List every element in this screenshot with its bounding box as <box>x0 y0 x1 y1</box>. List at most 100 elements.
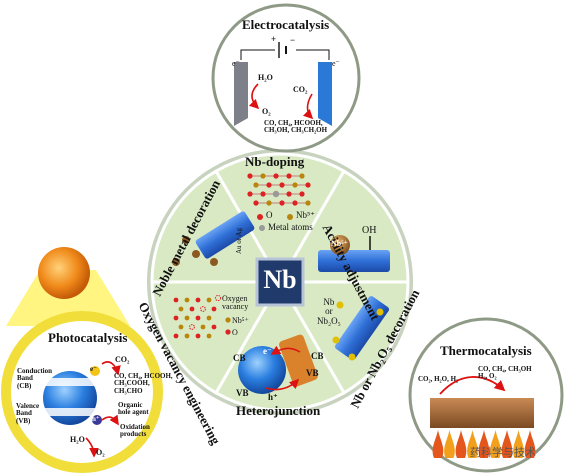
photo-h2o: H₂O <box>70 435 85 444</box>
vacancy-site <box>200 306 206 312</box>
flame <box>513 430 524 458</box>
vacancy-site <box>189 324 195 330</box>
sun <box>38 247 90 299</box>
lattice-atom <box>305 200 311 206</box>
sector-noble-metal <box>150 169 283 284</box>
photo-oxidation: Oxidation products <box>120 423 150 439</box>
lattice-atom <box>299 191 305 197</box>
legend-metal-dot <box>259 225 265 231</box>
lattice-atom <box>286 191 292 197</box>
hetero-cb-right: CB <box>311 351 324 361</box>
legend-nb-dot <box>287 214 293 220</box>
vacancy-legend-dot <box>225 329 231 335</box>
photo-co2: CO₂ <box>115 355 130 364</box>
lattice-atom <box>260 191 266 197</box>
flame <box>444 430 455 458</box>
thermo-reactants: CO₂, H₂O, H₂ <box>418 375 459 383</box>
sector-nb-doping <box>213 152 347 285</box>
flame <box>524 430 536 458</box>
vacancy-lattice-atom <box>195 333 201 339</box>
hetero-vb-right: VB <box>306 368 319 378</box>
hetero-cb-left: CB <box>233 353 246 363</box>
photo-e: e⁻ <box>90 365 97 373</box>
vacancy-lattice-atom <box>206 333 212 339</box>
lattice-atom <box>279 200 285 206</box>
hetero-ball-blue <box>238 346 286 394</box>
noble-particle <box>192 250 200 258</box>
lattice-atom <box>292 182 298 188</box>
noble-particle <box>172 258 180 266</box>
vacancy-legend-nb: Nb⁵⁺ <box>232 316 249 325</box>
watermark: 药科学与技术 <box>470 446 536 459</box>
lattice-atom <box>247 191 253 197</box>
vacancy-lattice-atom <box>173 333 179 339</box>
nb-oxide-particle <box>336 301 344 309</box>
vacancy-lattice-atom <box>211 306 217 312</box>
legend-nb-label: Nb⁵⁺ <box>296 210 315 220</box>
vacancy-lattice-atom <box>200 324 206 330</box>
photo-hole-agent: Organic hole agent <box>118 401 149 417</box>
electro-e-right: e⁻ <box>332 59 340 68</box>
lattice-atom <box>292 200 298 206</box>
electro-plus: + <box>271 34 277 44</box>
electro-title: Electrocatalysis <box>242 17 330 32</box>
vacancy-lattice <box>173 294 231 339</box>
flame <box>432 430 444 458</box>
hetero-hole-arrow <box>265 378 300 391</box>
vacancy-lattice-atom <box>195 315 201 321</box>
vacancy-legend-dot <box>225 317 231 323</box>
anode-arrow <box>248 83 260 110</box>
nb-oxide-particle <box>332 336 340 344</box>
center-label: Nb <box>263 265 297 294</box>
nb-oxide-rod <box>334 296 390 360</box>
photo-vb-band <box>40 408 100 416</box>
vacancy-legend-dot <box>214 294 222 302</box>
photo-o2: O₂ <box>96 448 105 457</box>
acidity-nb-ion <box>330 235 350 255</box>
nb-oxide-particle <box>348 353 356 361</box>
lattice-atom <box>266 200 272 206</box>
photo-arrow-co2 <box>101 361 121 376</box>
flame <box>490 430 501 458</box>
nb-doping-lattice <box>247 173 311 206</box>
lattice-atom <box>253 200 259 206</box>
photo-electron <box>90 366 100 376</box>
legend-metal-label: Metal atoms <box>268 222 313 232</box>
thermo-products: CO, CH₄, CH₃OH H₂, O₂ <box>478 365 532 381</box>
photo-cb-band <box>40 378 100 386</box>
lattice-atom <box>305 182 311 188</box>
vacancy-legend-vac: Oxygen vacancy <box>222 294 249 312</box>
nb-oxide-label: Nb or Nb₂O₅ <box>317 297 341 326</box>
vacancy-lattice-atom <box>211 324 217 330</box>
thermo-title: Thermocatalysis <box>440 343 532 358</box>
photo-cb-label: Conduction Band (CB) <box>17 367 53 390</box>
acidity-rod <box>318 250 390 272</box>
lattice-atom <box>299 173 305 179</box>
noble-particle <box>182 236 190 244</box>
electro-minus: − <box>290 35 296 45</box>
thermo-arrow <box>439 376 506 395</box>
electro-wire <box>296 49 330 60</box>
vacancy-lattice-atom <box>206 315 212 321</box>
sector-title-nb-doping: Nb-doping <box>245 154 305 169</box>
sector-oxygen-vacancy <box>150 280 283 395</box>
photo-vb-label: Valence Band (VB) <box>16 402 40 425</box>
cathode-arrow <box>302 93 314 120</box>
flame <box>455 430 467 458</box>
nb-oxide-particle <box>376 308 384 316</box>
vacancy-lattice-atom <box>178 306 184 312</box>
hetero-electron: e⁻ <box>263 346 272 356</box>
flame <box>501 430 513 458</box>
vacancy-lattice-atom <box>173 315 179 321</box>
vacancy-lattice-atom <box>184 333 190 339</box>
flame <box>467 430 478 458</box>
lattice-atom <box>279 182 285 188</box>
electro-co2: CO₂ <box>293 85 308 94</box>
thermo-circle <box>408 317 564 473</box>
noble-metal-rod <box>195 211 255 259</box>
electro-o2: O₂ <box>262 107 271 116</box>
vacancy-lattice-atom <box>184 297 190 303</box>
acidity-oh-label: OH <box>362 225 377 236</box>
lattice-atom <box>253 182 259 188</box>
noble-particle <box>210 258 218 266</box>
